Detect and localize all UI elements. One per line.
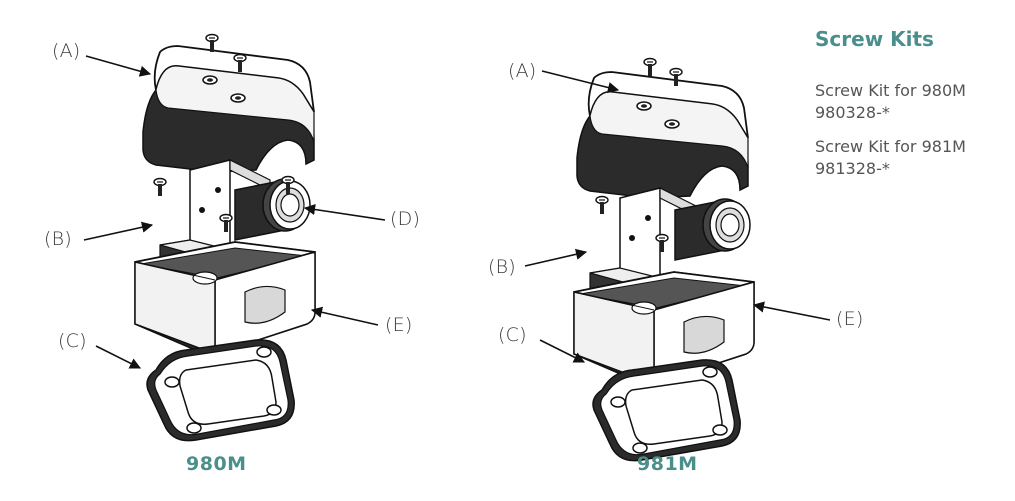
cover-part-a xyxy=(142,45,315,173)
arrow-c xyxy=(539,339,586,363)
screw-icon xyxy=(153,177,167,197)
callout-a: (A) xyxy=(508,60,537,82)
kit-label: Screw Kit for 980M xyxy=(815,81,966,100)
arrow-b xyxy=(524,248,588,267)
arrow-c xyxy=(95,345,142,369)
base-part-e xyxy=(134,241,316,356)
arrow-a xyxy=(541,70,620,93)
magnet-part xyxy=(674,198,751,261)
callout-c: (C) xyxy=(498,324,527,346)
arrow-e xyxy=(752,301,831,321)
kit-part-number: 981328-* xyxy=(815,159,890,178)
cover-part-a xyxy=(576,71,749,199)
arrow-d xyxy=(303,203,386,221)
model-label-981m: 981M xyxy=(637,453,698,475)
kit-part-number: 980328-* xyxy=(815,103,890,122)
magnet-part-d xyxy=(234,178,311,241)
gasket-part-c xyxy=(592,359,741,462)
gasket-part-c xyxy=(146,339,295,442)
kit-label: Screw Kit for 981M xyxy=(815,137,966,156)
callout-d: (D) xyxy=(390,208,421,230)
arrow-e xyxy=(310,306,379,326)
assembly-981m xyxy=(524,57,831,462)
screw-icon xyxy=(595,195,609,215)
callout-b: (B) xyxy=(44,228,72,250)
callout-e: (E) xyxy=(836,308,864,330)
callout-a: (A) xyxy=(52,40,81,62)
screw-icon xyxy=(643,57,657,77)
arrow-b xyxy=(83,221,154,241)
kit-980m: Screw Kit for 980M 980328-* xyxy=(815,80,966,124)
callout-c: (C) xyxy=(58,330,87,352)
callout-b: (B) xyxy=(488,256,516,278)
screw-kits-title: Screw Kits xyxy=(815,27,934,51)
arrow-a xyxy=(85,55,152,77)
assembly-980m xyxy=(83,33,386,442)
callout-e: (E) xyxy=(385,314,413,336)
kit-981m: Screw Kit for 981M 981328-* xyxy=(815,136,966,180)
model-label-980m: 980M xyxy=(186,453,247,475)
